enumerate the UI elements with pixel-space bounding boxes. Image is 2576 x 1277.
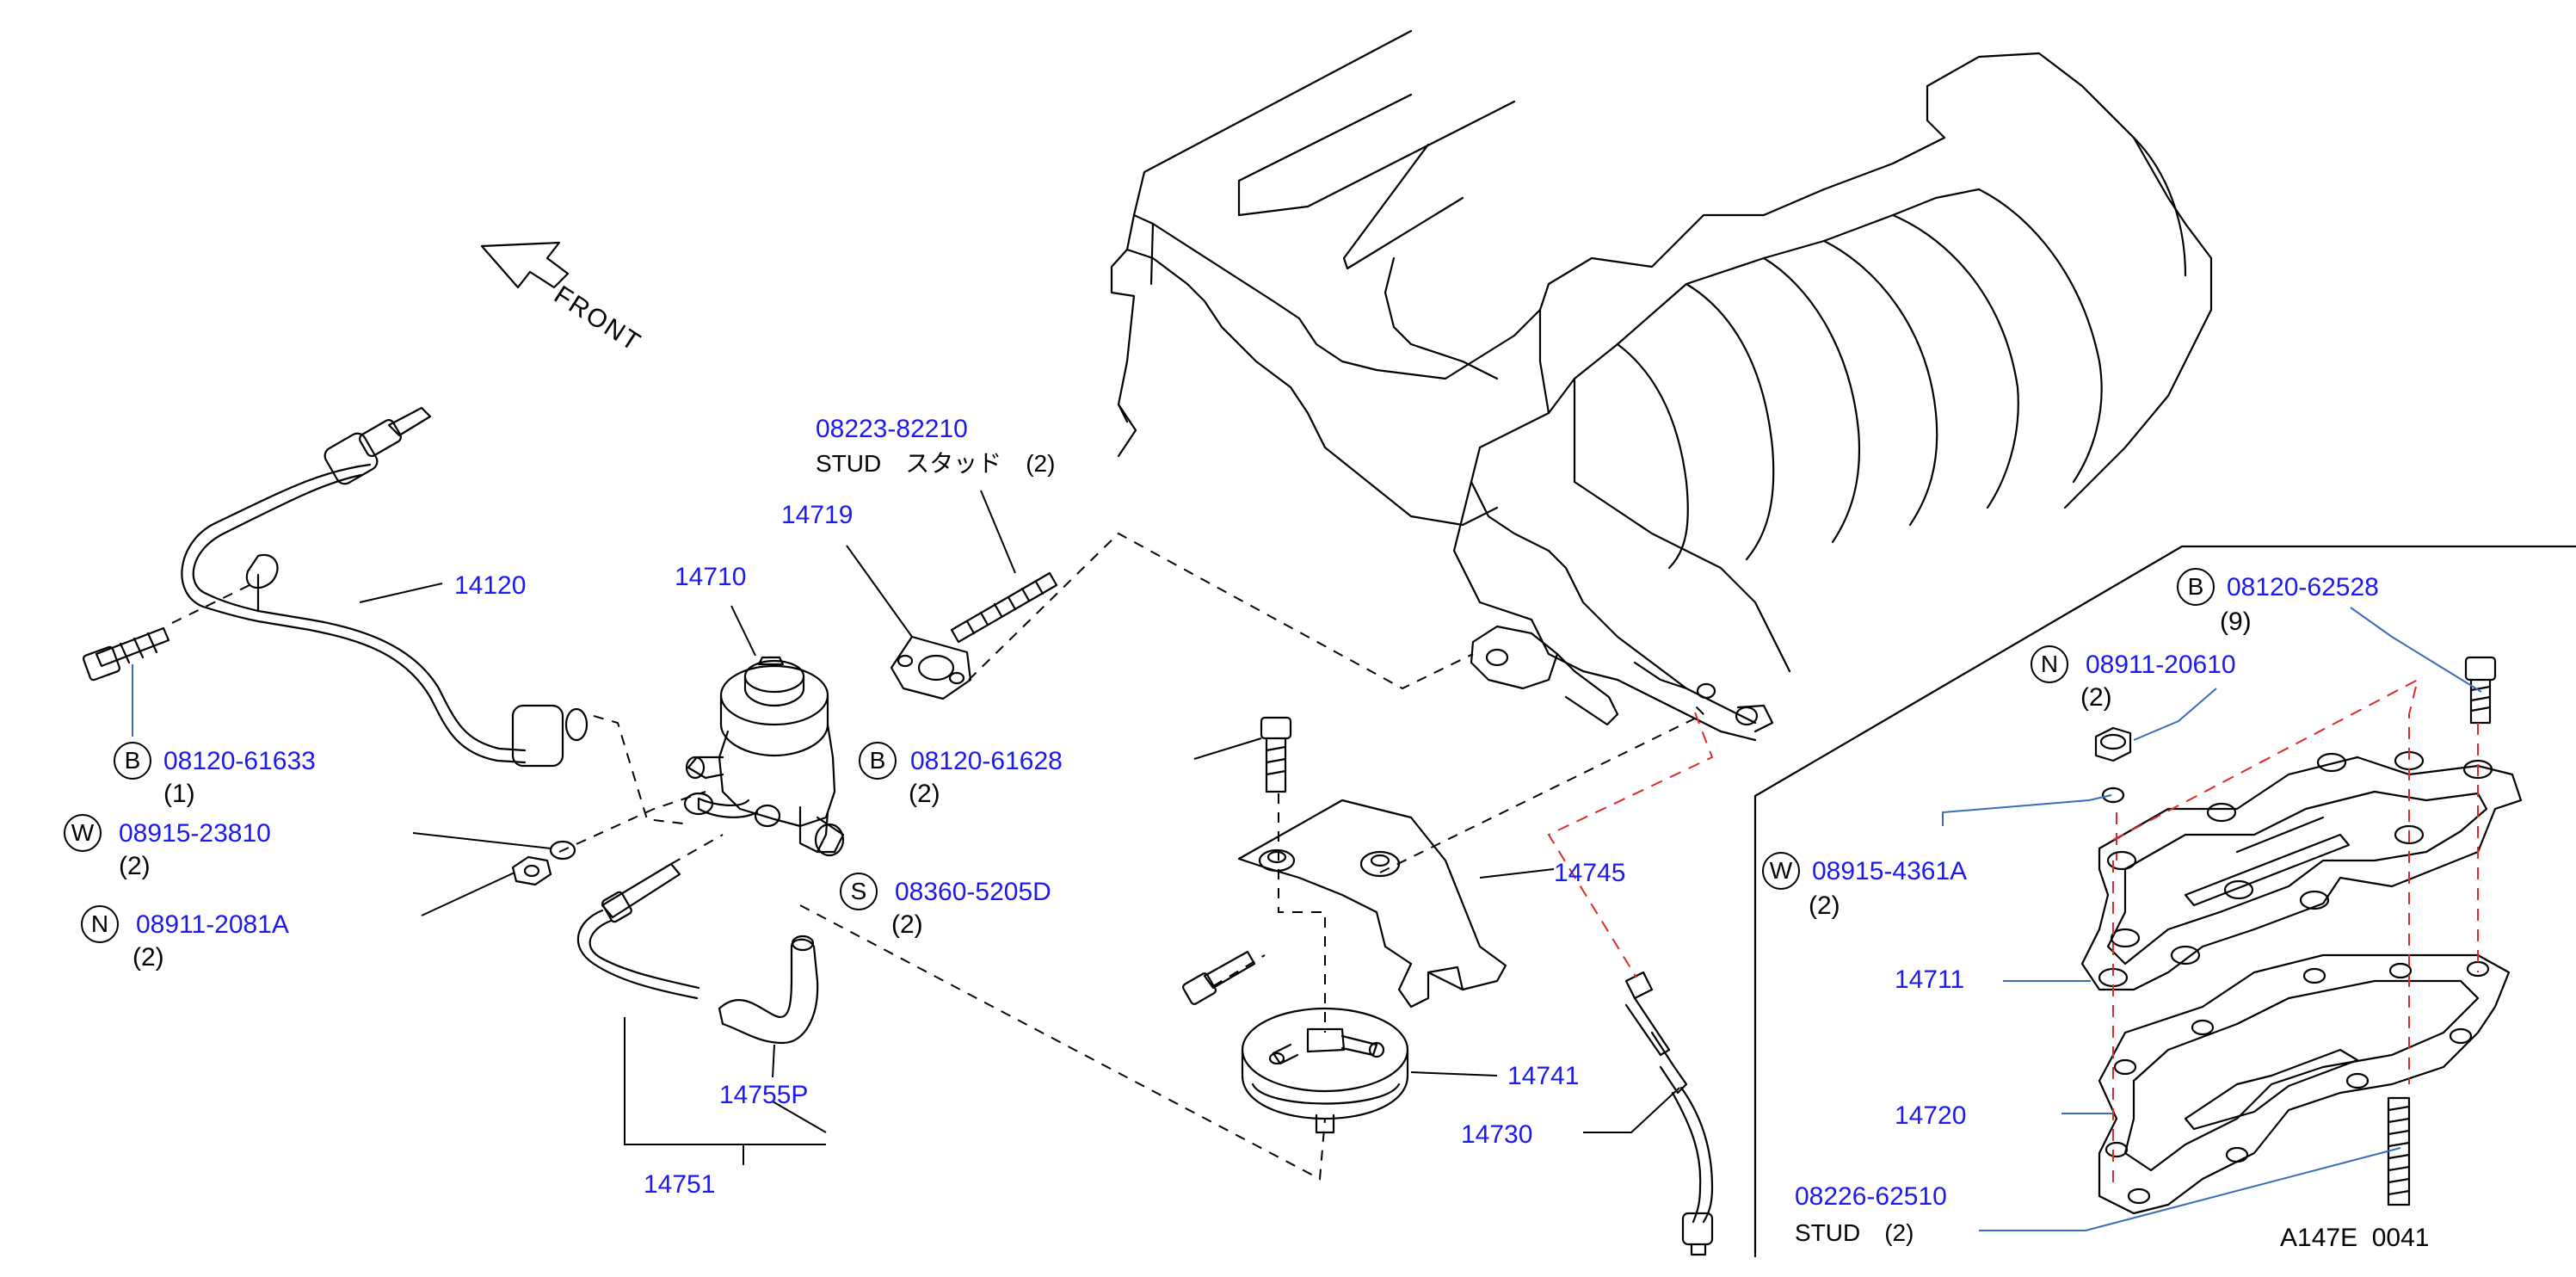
assembly-lines [171, 532, 1704, 1181]
vacuum-actuator-14741 [1241, 1007, 1409, 1134]
qty-08915-4361A: (2) [1809, 891, 1840, 920]
nut-08911-2081A [511, 855, 552, 886]
part-number-14719[interactable]: 14719 [781, 501, 854, 529]
badge-s-icon: S [840, 873, 878, 910]
panel-border [1753, 545, 2576, 1258]
qty-08911-20610: (2) [2080, 683, 2112, 712]
part-number-08911-2081A[interactable]: 08911-2081A [136, 910, 289, 939]
part-number-14120[interactable]: 14120 [454, 571, 527, 600]
washer-08915-4361A [2101, 787, 2125, 804]
bolt-08120-62528 [2464, 656, 2497, 725]
cover-14711 [2080, 750, 2523, 991]
badge-n-icon: N [81, 905, 119, 943]
washer-08915-23810 [549, 840, 576, 861]
egr-pipe-14120 [181, 406, 589, 768]
desc-08223-82210: STUD スタッド (2) [816, 450, 1056, 477]
badge-n-icon: N [2031, 645, 2068, 683]
qty-08915-23810: (2) [119, 852, 151, 880]
qty-08120-62528: (9) [2220, 608, 2252, 636]
part-number-08915-23810[interactable]: 08915-23810 [119, 819, 271, 848]
intake-manifold [1110, 29, 2213, 742]
part-number-14720[interactable]: 14720 [1895, 1101, 1967, 1130]
part-number-08120-62528[interactable]: 08120-62528 [2227, 573, 2379, 601]
front-arrow-icon [480, 241, 570, 289]
part-number-14710[interactable]: 14710 [675, 563, 747, 591]
part-number-08915-4361A[interactable]: 08915-4361A [1812, 857, 1968, 885]
gasket-14720 [2098, 953, 2511, 1215]
stud-08223-82210 [950, 571, 1058, 644]
qty-08360-5205D: (2) [891, 910, 923, 939]
hose-14751 [576, 862, 700, 1000]
badge-b-icon: B [2177, 568, 2215, 606]
diagram-code: A147E 0041 [2280, 1224, 2430, 1252]
egr-port-flange [1470, 625, 1774, 733]
badge-w-icon: W [1762, 852, 1800, 890]
badge-b-icon: B [114, 742, 151, 780]
qty-08911-2081A: (2) [132, 943, 164, 972]
part-number-14755P[interactable]: 14755P [719, 1081, 809, 1109]
sensor-14730 [1624, 971, 1714, 1256]
desc-08226-62510: STUD (2) [1795, 1219, 1914, 1246]
bolt-08120-61628-top [1260, 716, 1292, 793]
alignment-lines [1547, 678, 2479, 1188]
part-number-08120-61633[interactable]: 08120-61633 [163, 747, 316, 775]
qty-08120-61633: (1) [163, 780, 195, 808]
part-number-08223-82210[interactable]: 08223-82210 [816, 415, 968, 443]
part-number-14745[interactable]: 14745 [1554, 859, 1626, 887]
part-number-14751[interactable]: 14751 [644, 1170, 716, 1199]
part-number-08226-62510[interactable]: 08226-62510 [1795, 1182, 1947, 1211]
part-number-14711[interactable]: 14711 [1895, 965, 1965, 994]
leader-lines [359, 490, 1680, 1165]
bolt-08120-61633 [82, 626, 170, 682]
hose-14755P [718, 935, 819, 1045]
qty-08120-61628: (2) [909, 780, 940, 808]
bolt-08120-61628-side [1182, 950, 1256, 1005]
part-number-08911-20610[interactable]: 08911-20610 [2086, 651, 2236, 679]
stud-08226-62510 [2387, 1096, 2411, 1206]
badge-w-icon: W [64, 814, 102, 852]
leader-lines-blue [132, 607, 2482, 1231]
part-number-08120-61628[interactable]: 08120-61628 [910, 747, 1063, 775]
egr-valve-14710 [683, 656, 845, 857]
badge-b-icon: B [859, 742, 897, 780]
part-number-14730[interactable]: 14730 [1461, 1120, 1533, 1149]
nut-08911-20610 [2094, 726, 2132, 762]
part-number-14741[interactable]: 14741 [1507, 1062, 1580, 1090]
part-number-08360-5205D[interactable]: 08360-5205D [895, 878, 1051, 906]
gasket-14719 [890, 635, 972, 700]
